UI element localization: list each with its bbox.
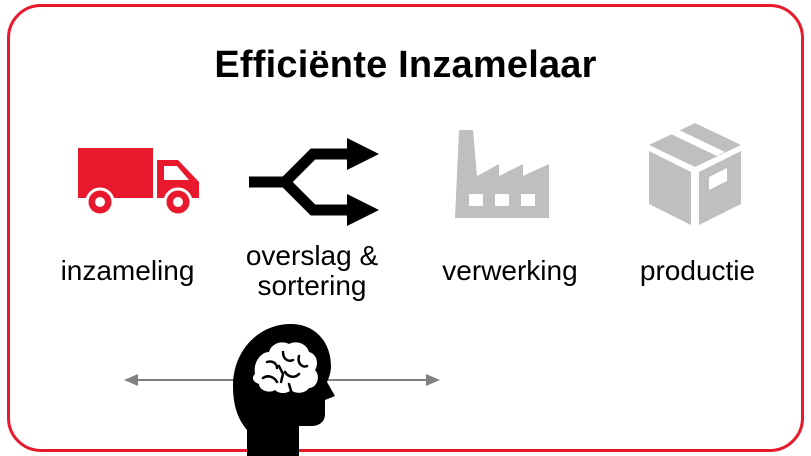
panel-border xyxy=(7,4,804,452)
stage-label-inzameling: inzameling xyxy=(60,255,195,286)
shuffle-arrows-icon xyxy=(247,136,381,228)
panel-title: Efficiënte Inzamelaar xyxy=(214,44,597,86)
stage-label-line2: sortering xyxy=(257,270,367,301)
package-box-icon xyxy=(645,121,745,227)
factory-icon xyxy=(453,128,555,220)
brain-head-icon xyxy=(233,322,335,456)
truck-icon xyxy=(78,146,202,216)
stage-label-overslag-sortering: overslag & sortering xyxy=(232,241,392,301)
stage-label-verwerking: verwerking xyxy=(442,255,578,286)
stage-label-productie: productie xyxy=(639,255,756,286)
stage-label-line1: overslag & xyxy=(245,240,379,271)
